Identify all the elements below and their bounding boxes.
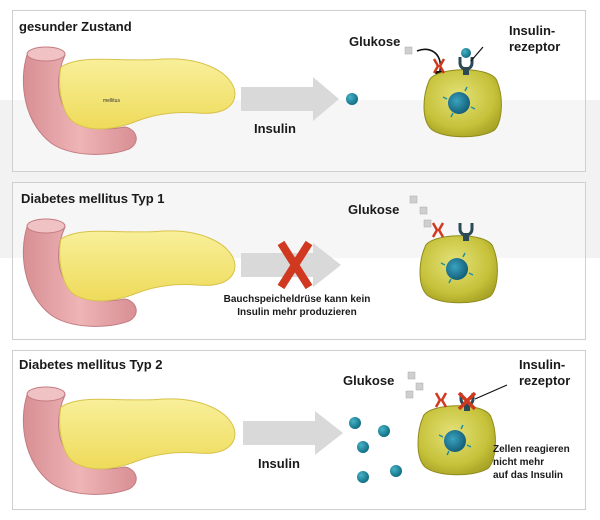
pancreas-tiny-text: mellitus bbox=[103, 98, 120, 104]
cell-note-line3: auf das Insulin bbox=[493, 470, 564, 481]
pancreas-body bbox=[59, 398, 236, 470]
receptor-label: Insulin- rezeptor bbox=[519, 357, 570, 389]
pancreas-body bbox=[59, 230, 236, 302]
glucose-label: Glukose bbox=[343, 373, 395, 388]
receptor-label-line2: rezeptor bbox=[519, 373, 571, 388]
insulin-molecule bbox=[378, 425, 390, 437]
insulin-molecule bbox=[349, 417, 361, 429]
glucose-entry-arrow bbox=[416, 48, 442, 76]
panel-type2-illustration bbox=[22, 371, 508, 495]
caption-line1: Bauchspeicheldrüse kann kein bbox=[223, 294, 371, 305]
insulin-molecule bbox=[357, 441, 369, 453]
pancreas bbox=[22, 218, 236, 327]
cell-note-line2: nicht mehr bbox=[493, 457, 545, 468]
pancreas-body bbox=[59, 58, 236, 130]
cell-note: Zellen reagieren nicht mehr auf das Insu… bbox=[493, 443, 585, 482]
glucose-molecule bbox=[415, 382, 424, 391]
receptor-label-line2: rezeptor bbox=[509, 39, 561, 54]
panel-title: gesunder Zustand bbox=[19, 19, 132, 34]
blocked-x-icon bbox=[277, 240, 313, 290]
receptor-blocked-x-icon bbox=[457, 391, 477, 411]
glucose-molecule bbox=[419, 206, 428, 215]
cell-nucleus bbox=[444, 430, 466, 452]
glucose-molecule bbox=[409, 195, 418, 204]
glucose-molecule bbox=[405, 390, 414, 399]
glucose-channel bbox=[432, 58, 446, 74]
glucose-channel bbox=[434, 392, 448, 408]
insulin-molecule bbox=[390, 465, 402, 477]
cell-nucleus bbox=[446, 258, 468, 280]
caption-line2: Insulin mehr produzieren bbox=[237, 307, 357, 318]
cell bbox=[417, 405, 496, 476]
panel-healthy: gesunder Zustand Glukose Insulin Insulin… bbox=[12, 10, 586, 172]
glucose-molecule bbox=[407, 371, 416, 380]
receptor-pointer bbox=[474, 384, 508, 400]
glucose-label: Glukose bbox=[348, 202, 400, 217]
arrow-right bbox=[241, 77, 339, 121]
glucose-molecule bbox=[404, 46, 413, 55]
cell-nucleus bbox=[448, 92, 470, 114]
receptor-label: Insulin- rezeptor bbox=[509, 23, 560, 55]
glucose-label: Glukose bbox=[349, 34, 401, 49]
panel-title: Diabetes mellitus Typ 2 bbox=[19, 357, 163, 372]
insulin-label: Insulin bbox=[258, 456, 300, 471]
glucose-channel bbox=[431, 222, 445, 238]
insulin-molecule bbox=[357, 471, 369, 483]
panel-type2: Diabetes mellitus Typ 2 Glukose Insulin … bbox=[12, 350, 586, 510]
panel-healthy-illustration bbox=[22, 46, 502, 155]
pancreas bbox=[22, 386, 236, 495]
panel-title: Diabetes mellitus Typ 1 bbox=[21, 191, 165, 206]
receptor-pointer bbox=[470, 46, 484, 62]
glucose-molecule bbox=[423, 219, 432, 228]
receptor-label-line1: Insulin- bbox=[509, 23, 556, 38]
cell-note-line1: Zellen reagieren bbox=[493, 444, 570, 455]
insulin-label: Insulin bbox=[254, 121, 296, 136]
panel-type1-illustration bbox=[22, 195, 498, 327]
pancreas bbox=[22, 46, 236, 155]
receptor-label-line1: Insulin- bbox=[519, 357, 566, 372]
insulin-receptor bbox=[458, 223, 474, 241]
caption: Bauchspeicheldrüse kann kein Insulin meh… bbox=[199, 293, 395, 319]
panel-type1: Diabetes mellitus Typ 1 Glukose Bauchspe… bbox=[12, 182, 586, 340]
cell bbox=[419, 235, 498, 304]
insulin-molecule bbox=[346, 93, 358, 105]
arrow-right bbox=[243, 411, 343, 455]
cell bbox=[423, 69, 502, 138]
